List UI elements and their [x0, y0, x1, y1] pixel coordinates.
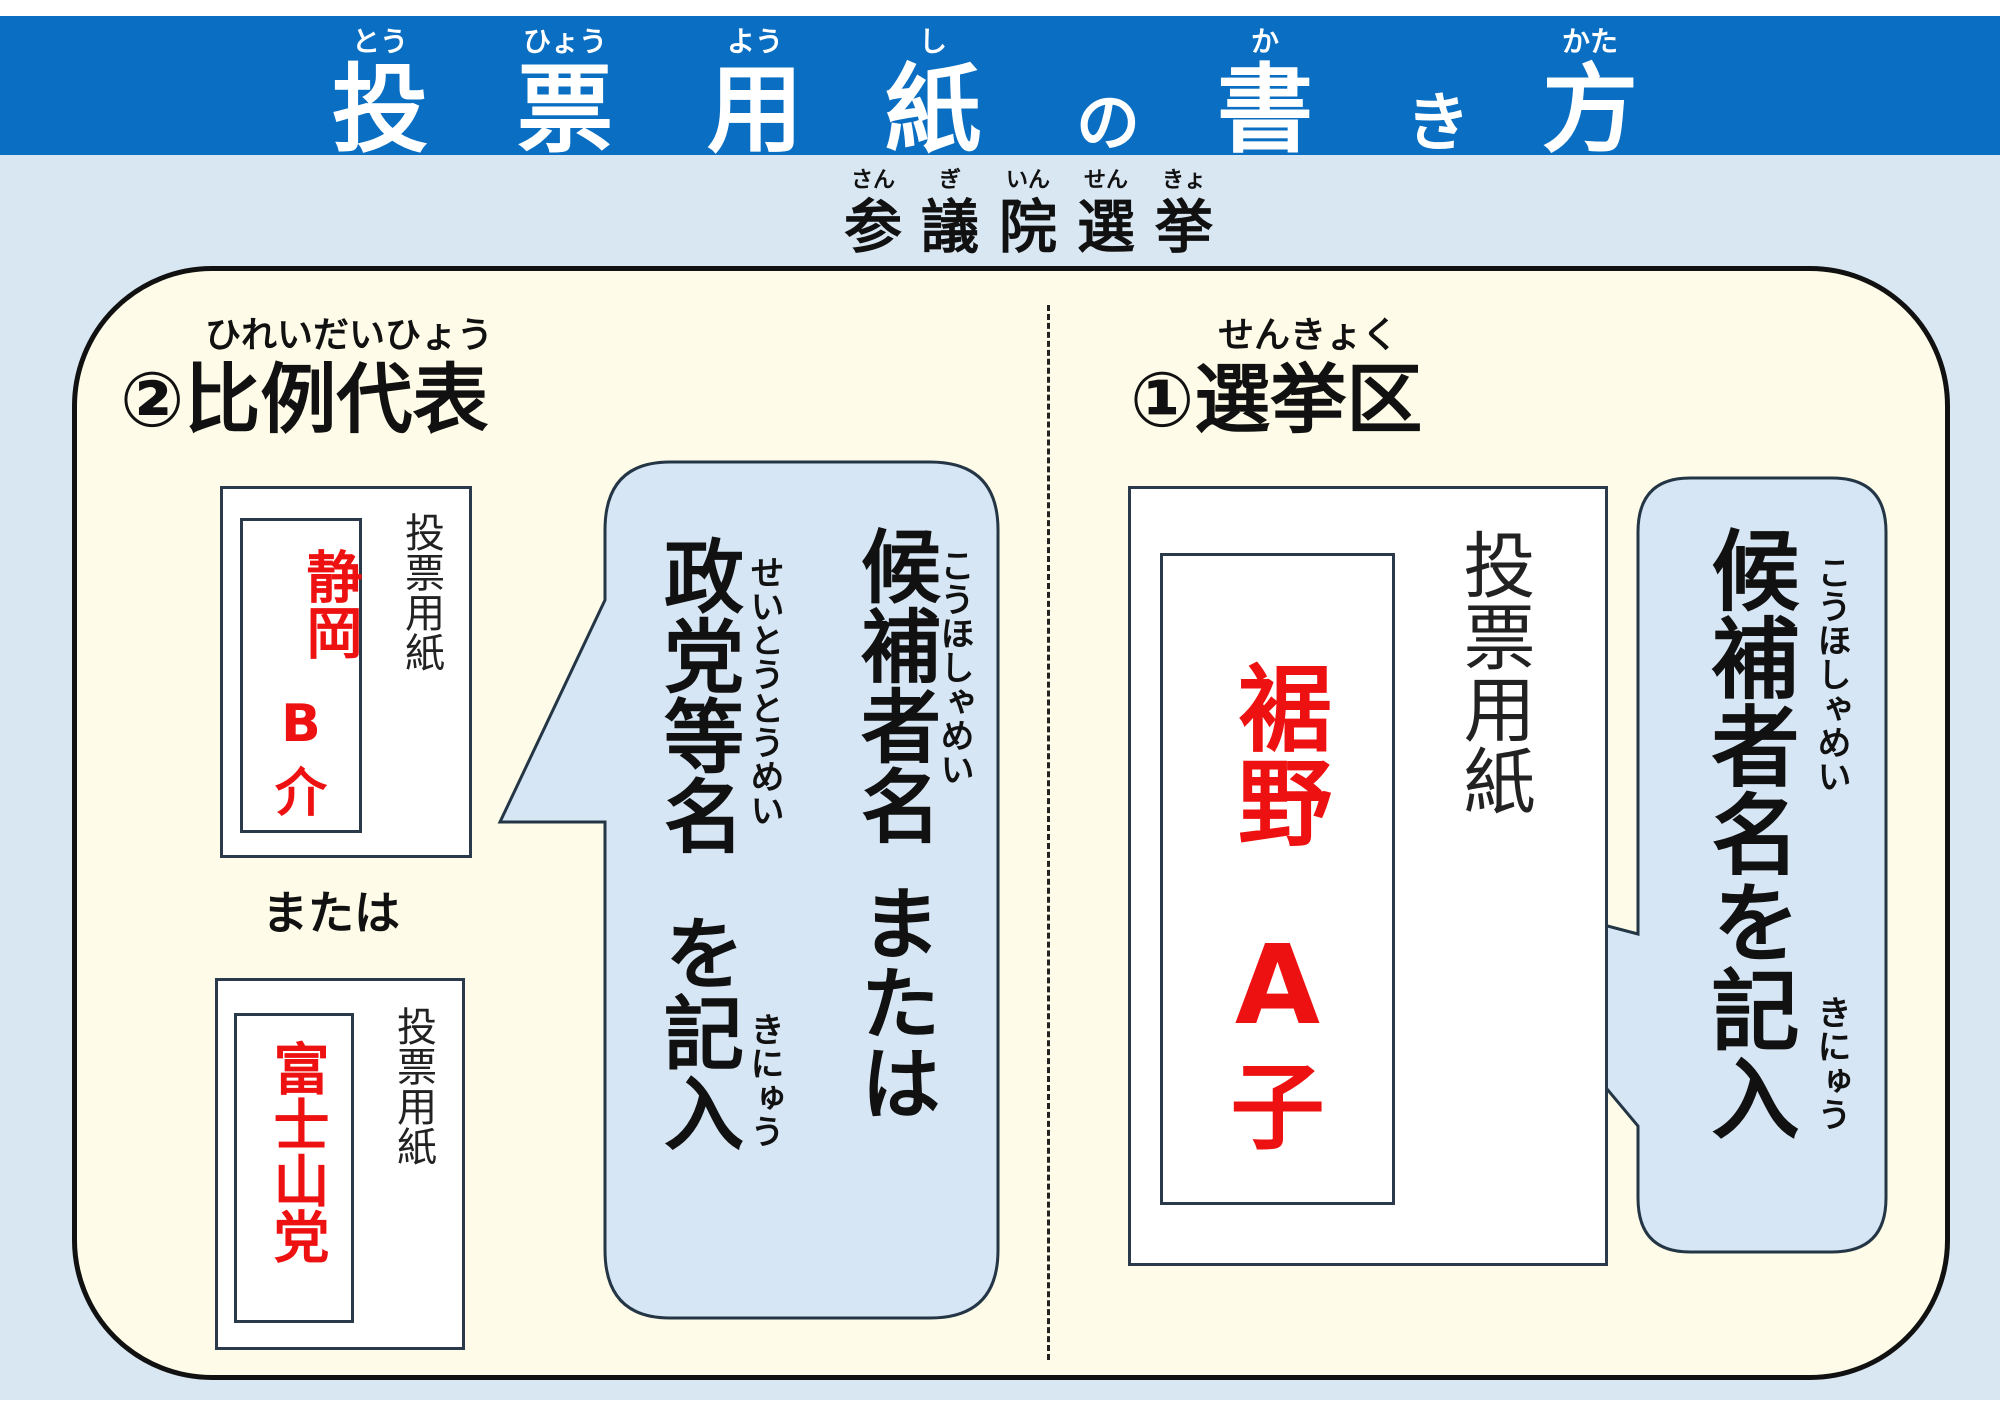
left-section-ruby: ひれいだいひょう — [205, 315, 494, 356]
subtitle-char-3: 院 — [998, 193, 1057, 261]
district-candidate-name-part-2: A — [1234, 921, 1321, 1049]
right-section-title: ①選挙区 — [1130, 355, 1423, 444]
ballot2-party-name: 富士山党 — [264, 1040, 329, 1264]
ballot-name-box-3 — [1160, 553, 1395, 1205]
left-bubble-ruby-party: せいとうとうめい — [744, 555, 784, 827]
title-char-4: 紙 — [885, 54, 981, 166]
district-candidate-name-part-1: 裾野 — [1222, 660, 1331, 848]
ballot-label-1: 投票用紙 — [398, 512, 444, 672]
title-char-8: 方 — [1542, 54, 1638, 166]
ballot1-name-part-3: 介 — [274, 764, 327, 824]
ballot-label-2: 投票用紙 — [390, 1006, 436, 1166]
title-ruby-3: よう — [726, 25, 783, 58]
title-char-1: 投 — [332, 54, 428, 166]
left-speech-bubble — [497, 460, 1000, 1320]
ballot-name-box-2 — [234, 1013, 354, 1323]
left-bubble-write: を記入 — [651, 912, 744, 1152]
right-section-ruby: せんきょく — [1218, 315, 1399, 356]
subtitle-ruby-2: ぎ — [938, 168, 961, 193]
left-bubble-ruby-candidate: こうほしゃめい — [934, 548, 974, 786]
right-bubble-text: 候補者名を記入 — [1697, 525, 1800, 1141]
title-char-3: 用 — [707, 54, 803, 166]
left-bubble-party-name: 政党等名 — [651, 535, 744, 855]
left-bubble-or: または — [848, 882, 941, 1122]
title-ruby-2: ひょう — [522, 25, 607, 58]
right-speech-bubble — [1427, 476, 1888, 1254]
title-ruby-4: し — [918, 25, 947, 58]
subtitle-ruby-5: きょ — [1161, 168, 1206, 193]
subtitle-char-2: 議 — [920, 193, 979, 261]
title-char-2: 票 — [517, 54, 613, 166]
subtitle-char-1: 参 — [843, 193, 902, 261]
right-bubble-ruby-candidate: こうほしゃめい — [1811, 555, 1851, 793]
right-bubble-ruby-write: きにゅう — [1811, 995, 1851, 1131]
subtitle-ruby-4: せん — [1083, 168, 1128, 193]
title-bar — [0, 16, 2000, 155]
subtitle-char-4: 選 — [1076, 193, 1135, 261]
subtitle-char-5: 挙 — [1154, 193, 1213, 261]
subtitle-ruby-3: いん — [1005, 168, 1050, 193]
ballot1-name-part-1: 静岡 — [297, 548, 362, 660]
section-divider — [1047, 305, 1050, 1360]
district-candidate-name-part-3: 子 — [1230, 1054, 1325, 1163]
title-ruby-5: か — [1250, 25, 1279, 58]
title-ruby-6: かた — [1561, 25, 1618, 58]
subtitle-ruby-1: さん — [850, 168, 895, 193]
title-ruby-1: とう — [351, 25, 408, 58]
left-bubble-candidate-name: 候補者名 — [848, 525, 941, 845]
left-section-title: ②比例代表 — [120, 355, 489, 444]
title-char-5: の — [1076, 87, 1140, 161]
or-text: または — [262, 886, 400, 940]
ballot1-name-part-2: B — [281, 694, 321, 754]
ballot-name-box-1 — [240, 518, 362, 833]
title-char-6: 書 — [1217, 54, 1313, 166]
left-bubble-ruby-write: きにゅう — [744, 1012, 784, 1148]
ballot-label-3: 投票用紙 — [1451, 528, 1535, 816]
title-char-7: き — [1406, 87, 1470, 161]
